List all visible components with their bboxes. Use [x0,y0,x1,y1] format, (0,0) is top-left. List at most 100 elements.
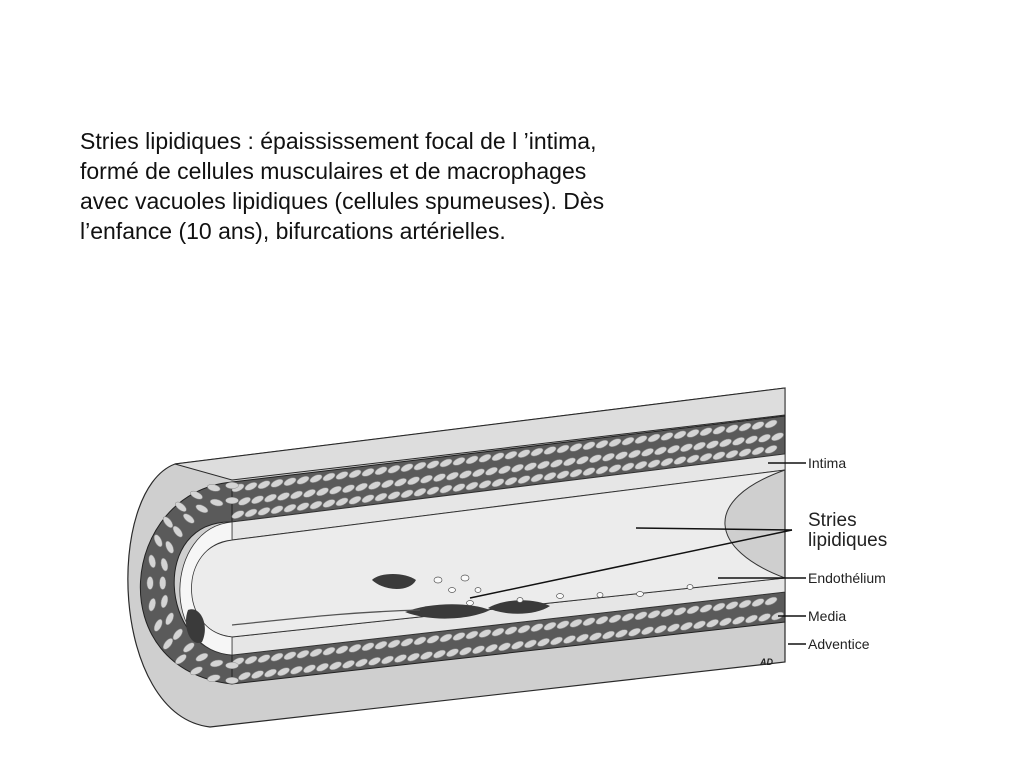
muscle-cells-bend [146,482,239,684]
muscle-cell [426,486,440,495]
muscle-cell [589,632,602,641]
foam-cell-bubble [474,587,482,593]
slide-text: Stries lipidiques : épaississement focal… [80,126,760,246]
cut-face [174,387,786,481]
muscle-cell [764,419,778,429]
muscle-cell [673,456,687,465]
muscle-cell [361,494,375,503]
label-stries: Stries [808,510,857,531]
muscle-cell [394,654,407,663]
muscle-cell [543,446,557,455]
muscle-cell [478,629,492,638]
muscle-cell [329,661,342,671]
muscle-cell [693,441,706,451]
muscle-cell [342,484,355,493]
muscle-cell [400,638,414,647]
muscle-cell [355,658,368,668]
muscle-cell [764,596,778,606]
muscle-cell [207,674,221,682]
muscle-cell [511,463,524,473]
muscle-cell [283,477,297,486]
muscle-cell [498,642,511,652]
text-line-3: avec vacuoles lipidiques (cellules spume… [80,188,605,214]
muscle-cell [175,501,187,512]
muscle-cell [563,457,576,467]
muscle-cell [595,616,609,625]
muscle-cell [244,655,258,665]
muscle-cell [673,430,687,440]
muscle-cell [738,599,752,609]
muscle-cell [162,638,174,650]
muscle-cell [209,498,224,507]
muscle-cell [426,635,440,644]
muscle-cell [342,660,355,669]
muscle-cell [296,649,310,659]
muscle-cell [433,649,446,659]
text-line-1: Stries lipidiques : épaississement focal… [80,128,597,154]
muscle-cell [758,434,771,443]
muscle-cell [641,448,654,457]
muscle-cell [621,436,635,446]
lipid-streak-shape [405,604,490,619]
muscle-cell [322,472,336,482]
muscle-cell [433,473,446,482]
muscle-cell [686,429,700,438]
foam-cell-bubble [460,574,470,582]
muscle-cell [771,611,784,621]
muscle-cell [550,636,563,646]
foam-cell-bubble [596,592,604,598]
muscle-cell [595,465,609,475]
muscle-cell [413,461,427,471]
muscle-cell [582,467,596,476]
muscle-cell [712,426,726,435]
muscle-cell [309,648,323,657]
muscle-cell [270,652,284,662]
muscle-cell [771,432,784,441]
muscle-cell [257,480,271,490]
muscle-cell [381,479,394,489]
muscle-cell [725,424,739,433]
muscle-cell [465,455,479,465]
muscle-cell [615,629,628,638]
muscle-cell [225,662,239,669]
leader-stries-1 [635,527,793,531]
muscle-cell [732,616,745,625]
muscle-cell [511,641,524,650]
muscle-cell [504,476,518,486]
muscle-cell [699,604,713,613]
media-layer-bend [139,481,233,685]
muscle-cell [660,608,674,618]
muscle-cell [459,646,472,656]
muscle-cell [556,444,570,454]
lipid-streak-shape [372,574,416,589]
muscle-cell [745,435,758,445]
muscle-cell [608,464,622,473]
muscle-cell [251,495,264,504]
muscle-cell [485,644,498,653]
muscle-cell [478,480,492,489]
muscle-cell [374,641,388,650]
muscle-cell [576,633,589,643]
muscle-cell [296,475,310,485]
muscle-cell [148,598,156,612]
muscle-cell [517,624,531,634]
muscle-cell [524,462,537,471]
muscle-cell [732,437,745,446]
muscle-cell [153,534,163,547]
muscle-cell [719,617,732,627]
muscle-cell [680,443,693,452]
muscle-cell [172,628,183,641]
muscle-cell [569,443,583,452]
muscle-cell [595,440,609,449]
muscle-cell [413,636,427,646]
muscle-cell [190,666,203,676]
muscle-cell [459,470,472,479]
muscle-cell [183,513,195,524]
muscle-cell [738,448,752,457]
muscle-cell [270,479,284,488]
foam-cell-bubble [556,593,564,599]
foam-cell-bubble [433,576,443,584]
muscle-cell [550,459,563,468]
muscle-cell [348,496,362,505]
muscle-cell [316,663,329,672]
